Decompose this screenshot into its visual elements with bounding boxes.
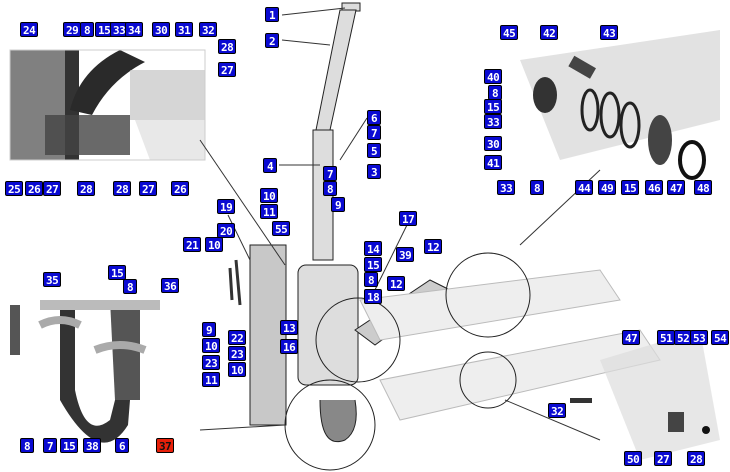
part-label: 19	[217, 199, 236, 214]
part-label: 38	[83, 438, 102, 453]
part-label: 32	[548, 403, 567, 418]
part-label: 32	[199, 22, 218, 37]
part-label: 28	[218, 39, 237, 54]
part-label: 10	[260, 188, 279, 203]
part-label: 34	[125, 22, 144, 37]
vehicle-frame	[359, 269, 661, 421]
part-label: 12	[387, 276, 406, 291]
part-label: 23	[202, 355, 221, 370]
part-label: 46	[645, 180, 664, 195]
part-label: 6	[115, 438, 129, 453]
part-label: 18	[364, 289, 383, 304]
part-label: 15	[60, 438, 79, 453]
part-label: 36	[161, 278, 180, 293]
part-label: 27	[139, 181, 158, 196]
part-label: 35	[43, 272, 62, 287]
part-label: 24	[20, 22, 39, 37]
part-label: 5	[367, 143, 381, 158]
detail-circle-clamp	[315, 297, 401, 383]
part-label: 15	[108, 265, 127, 280]
part-label: 43	[600, 25, 619, 40]
part-label: 15	[364, 257, 383, 272]
inset-hanger	[570, 330, 720, 460]
part-label: 10	[228, 362, 247, 377]
part-label: 22	[228, 330, 247, 345]
part-label: 30	[484, 136, 503, 151]
part-label: 31	[175, 22, 194, 37]
main-exhaust-pipe	[228, 2, 451, 442]
part-label: 41	[484, 155, 503, 170]
inset-bracket-mount	[9, 49, 206, 161]
part-label: 12	[424, 239, 443, 254]
part-label: 51	[657, 330, 676, 345]
part-label: 30	[152, 22, 171, 37]
part-label: 47	[622, 330, 641, 345]
part-label: 7	[323, 166, 337, 181]
part-label: 10	[202, 338, 221, 353]
part-label: 17	[399, 211, 418, 226]
part-label: 26	[25, 181, 44, 196]
inset-flange-assembly	[520, 30, 720, 180]
part-label: 14	[364, 241, 383, 256]
part-label: 53	[690, 330, 709, 345]
part-label: 26	[171, 181, 190, 196]
detail-circle-flange	[445, 252, 531, 338]
part-label: 49	[598, 180, 617, 195]
part-label: 8	[530, 180, 544, 195]
part-label: 8	[80, 22, 94, 37]
part-label: 16	[280, 339, 299, 354]
part-label: 9	[331, 197, 345, 212]
part-label: 23	[228, 346, 247, 361]
part-label: 44	[575, 180, 594, 195]
part-label: 10	[205, 237, 224, 252]
part-label: 25	[5, 181, 24, 196]
part-label: 28	[77, 181, 96, 196]
part-label: 15	[95, 22, 114, 37]
detail-circle-bracket	[459, 351, 517, 409]
part-label: 50	[624, 451, 643, 466]
part-label: 1	[265, 7, 279, 22]
part-label: 8	[488, 85, 502, 100]
part-label: 8	[364, 272, 378, 287]
part-label: 7	[43, 438, 57, 453]
inset-bend-clamps	[10, 300, 160, 443]
part-label: 8	[123, 279, 137, 294]
part-label: 28	[113, 181, 132, 196]
part-label: 42	[540, 25, 559, 40]
part-label: 45	[500, 25, 519, 40]
part-label: 27	[654, 451, 673, 466]
part-label: 27	[43, 181, 62, 196]
part-label: 20	[217, 223, 236, 238]
part-label: 13	[280, 320, 299, 335]
part-label: 6	[367, 110, 381, 125]
part-label: 2	[265, 33, 279, 48]
part-label: 9	[202, 322, 216, 337]
part-label: 11	[202, 372, 221, 387]
part-label: 47	[667, 180, 686, 195]
part-label: 28	[687, 451, 706, 466]
part-label: 11	[260, 204, 279, 219]
highlighted-part-label[interactable]: 37	[156, 438, 175, 453]
part-label: 40	[484, 69, 503, 84]
part-label: 52	[674, 330, 693, 345]
part-label: 54	[711, 330, 730, 345]
part-label: 33	[497, 180, 516, 195]
part-label: 48	[694, 180, 713, 195]
part-label: 15	[621, 180, 640, 195]
part-label: 4	[263, 158, 277, 173]
part-label: 55	[272, 221, 291, 236]
part-label: 29	[63, 22, 82, 37]
part-label: 27	[218, 62, 237, 77]
part-label: 15	[484, 99, 503, 114]
part-label: 21	[183, 237, 202, 252]
part-label: 7	[367, 125, 381, 140]
part-label: 8	[323, 181, 337, 196]
part-label: 33	[484, 114, 503, 129]
part-label: 3	[367, 164, 381, 179]
part-label: 8	[20, 438, 34, 453]
part-label: 39	[396, 247, 415, 262]
